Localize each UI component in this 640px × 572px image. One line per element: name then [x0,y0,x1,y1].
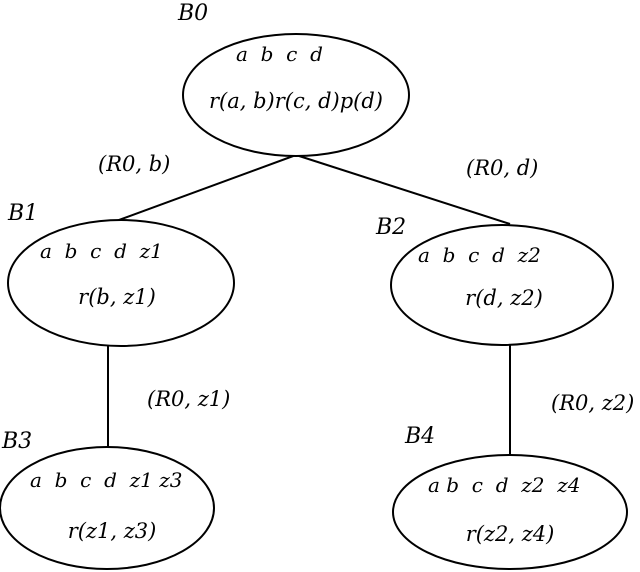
node-b4-atoms: r(z2, z4) [466,522,555,546]
node-b4: B4 a b c d z2 z4 r(z2, z4) [392,424,628,570]
node-b1-name: B1 [7,201,38,226]
node-b1-bag [7,219,235,347]
node-b0-atoms: r(a, b)r(c, d)p(d) [209,89,383,113]
node-b0-name: B0 [177,1,208,26]
node-b0: B0 a b c d r(a, b)r(c, d)p(d) [177,1,410,157]
node-b1-variables: a b c d z1 [40,239,163,263]
node-b3-atoms: r(z1, z3) [68,519,157,543]
edge-label-b2-b4: (R0, z2) [551,391,634,415]
node-b4-name: B4 [404,424,435,449]
node-b0-bag [182,33,410,157]
node-b3-variables: a b c d z1 z3 [30,468,182,492]
node-b2-atoms: r(d, z2) [465,286,543,310]
node-b2-variables: a b c d z2 [418,243,541,267]
edge-label-b1-b3: (R0, z1) [147,387,230,411]
edge-label-b0-b2: (R0, d) [466,156,538,180]
edge-b0-b2 [295,154,511,225]
node-b3-bag [0,446,215,570]
node-b2-name: B2 [375,215,406,240]
node-b1-atoms: r(b, z1) [78,285,156,309]
node-b3-name: B3 [1,429,32,454]
node-b2: B2 a b c d z2 r(d, z2) [375,215,614,346]
node-b4-bag [392,454,628,570]
node-b3: B3 a b c d z1 z3 r(z1, z3) [0,429,215,570]
node-b2-bag [390,224,614,346]
edge-label-b0-b1: (R0, b) [98,152,170,176]
node-b0-variables: a b c d [236,42,323,66]
node-b4-variables: a b c d z2 z4 [428,473,580,497]
edge-b0-b1 [107,154,297,225]
node-b1: B1 a b c d z1 r(b, z1) [7,201,235,347]
